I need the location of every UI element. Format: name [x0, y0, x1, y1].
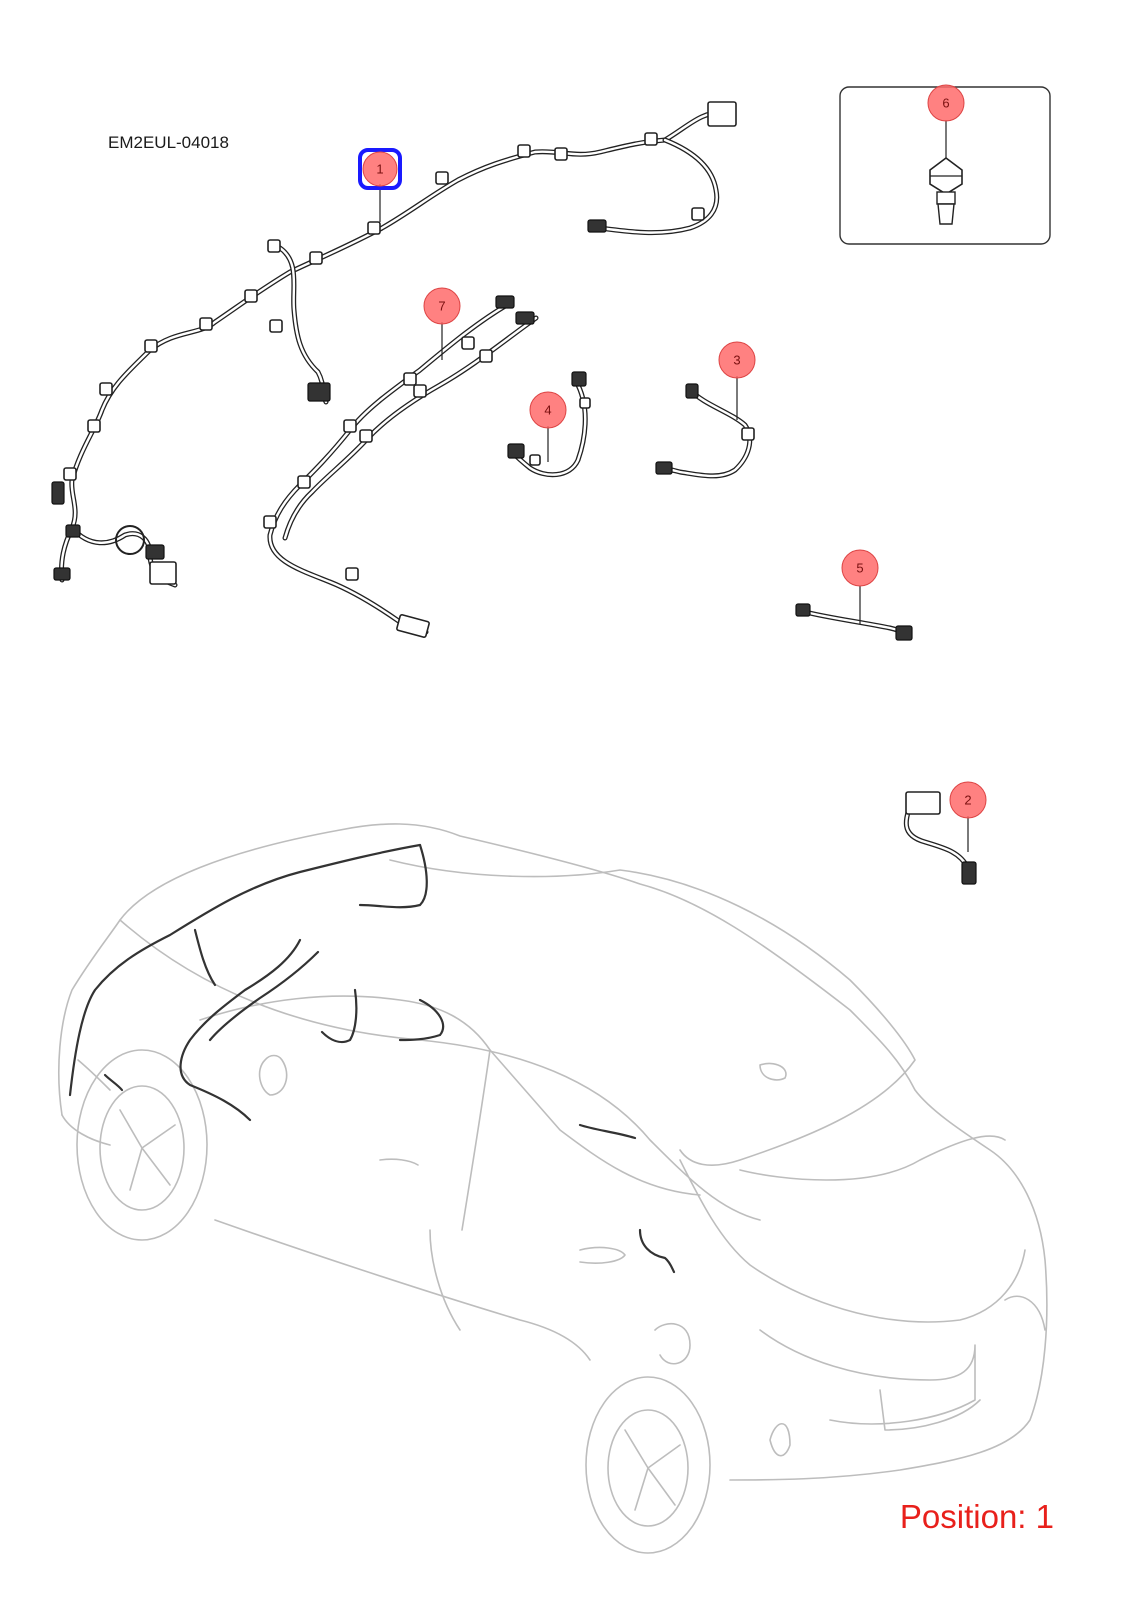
callout-1-label: 1: [376, 162, 383, 177]
harness-part-5[interactable]: [795, 603, 913, 641]
selected-outline: [358, 148, 402, 190]
harness-part-1[interactable]: [51, 101, 737, 588]
callout-6-label: 6: [942, 96, 949, 111]
harness-part-2[interactable]: [903, 791, 977, 885]
callout-7[interactable]: 7: [423, 287, 461, 325]
callout-5[interactable]: 5: [841, 549, 879, 587]
harness-part-4[interactable]: [507, 371, 591, 478]
leader-lines: [379, 120, 969, 852]
callout-4-label: 4: [544, 403, 551, 418]
callout-1[interactable]: 1: [358, 148, 402, 190]
callout-3-label: 3: [733, 353, 740, 368]
callout-3[interactable]: 3: [718, 341, 756, 379]
callout-6[interactable]: 6: [927, 84, 965, 122]
vehicle-outline: [58, 823, 1048, 1554]
drawing-code: EM2EUL-04018: [108, 133, 229, 152]
callout-2-label: 2: [964, 793, 971, 808]
callout-7-label: 7: [438, 299, 445, 314]
callout-5-label: 5: [856, 561, 863, 576]
harness-part-3[interactable]: [655, 383, 755, 479]
vehicle-harness-overlay: [68, 843, 676, 1274]
position-label: Position: 1: [899, 1498, 1054, 1535]
callout-4[interactable]: 4: [529, 391, 567, 429]
callout-2[interactable]: 2: [949, 781, 987, 819]
harness-part-7[interactable]: [263, 295, 539, 638]
